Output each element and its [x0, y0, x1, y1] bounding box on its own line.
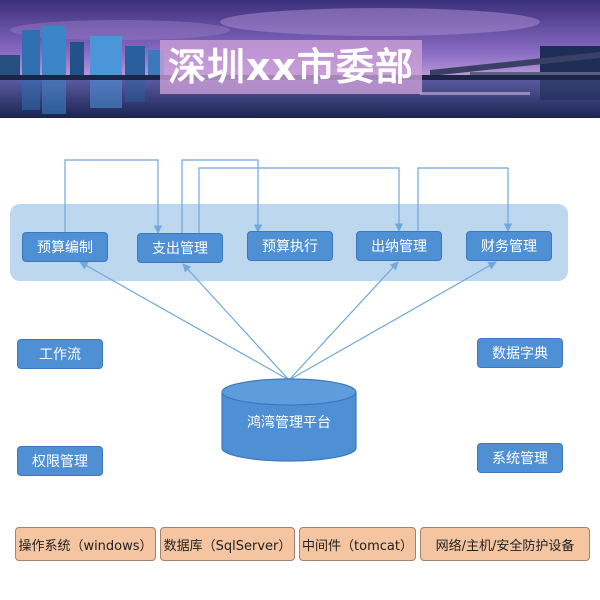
header-banner: 深圳xx市委部	[0, 0, 600, 118]
module-finance-mgmt[interactable]: 财务管理	[466, 231, 552, 261]
connector-platform-finance	[288, 261, 497, 381]
module-system-mgmt[interactable]: 系统管理	[477, 443, 563, 473]
city-skyline-image	[0, 0, 600, 118]
connector-platform-cashier	[288, 261, 399, 381]
infra-network: 网络/主机/安全防护设备	[420, 527, 590, 561]
connector-budget-expense	[64, 159, 163, 234]
infra-os: 操作系统（windows）	[15, 527, 156, 561]
connector-expense-cashier	[198, 167, 404, 233]
module-budget-exec[interactable]: 预算执行	[247, 231, 333, 261]
platform-label: 鸿湾管理平台	[247, 415, 331, 431]
module-expense-mgmt[interactable]: 支出管理	[137, 233, 223, 263]
infra-middleware: 中间件（tomcat）	[299, 527, 416, 561]
connector-platform-expense	[182, 263, 290, 381]
module-cashier-mgmt[interactable]: 出纳管理	[356, 231, 442, 261]
connector-platform-budget	[79, 261, 290, 381]
module-workflow[interactable]: 工作流	[17, 339, 103, 369]
platform-cylinder	[221, 378, 357, 462]
infra-database: 数据库（SqlServer）	[160, 527, 295, 561]
module-permission[interactable]: 权限管理	[17, 446, 103, 476]
connector-expense-exec	[181, 159, 263, 233]
module-data-dictionary[interactable]: 数据字典	[477, 338, 563, 368]
connector-cashier-finance	[417, 167, 513, 232]
module-budget-compile[interactable]: 预算编制	[22, 232, 108, 262]
banner-title: 深圳xx市委部	[160, 40, 423, 94]
